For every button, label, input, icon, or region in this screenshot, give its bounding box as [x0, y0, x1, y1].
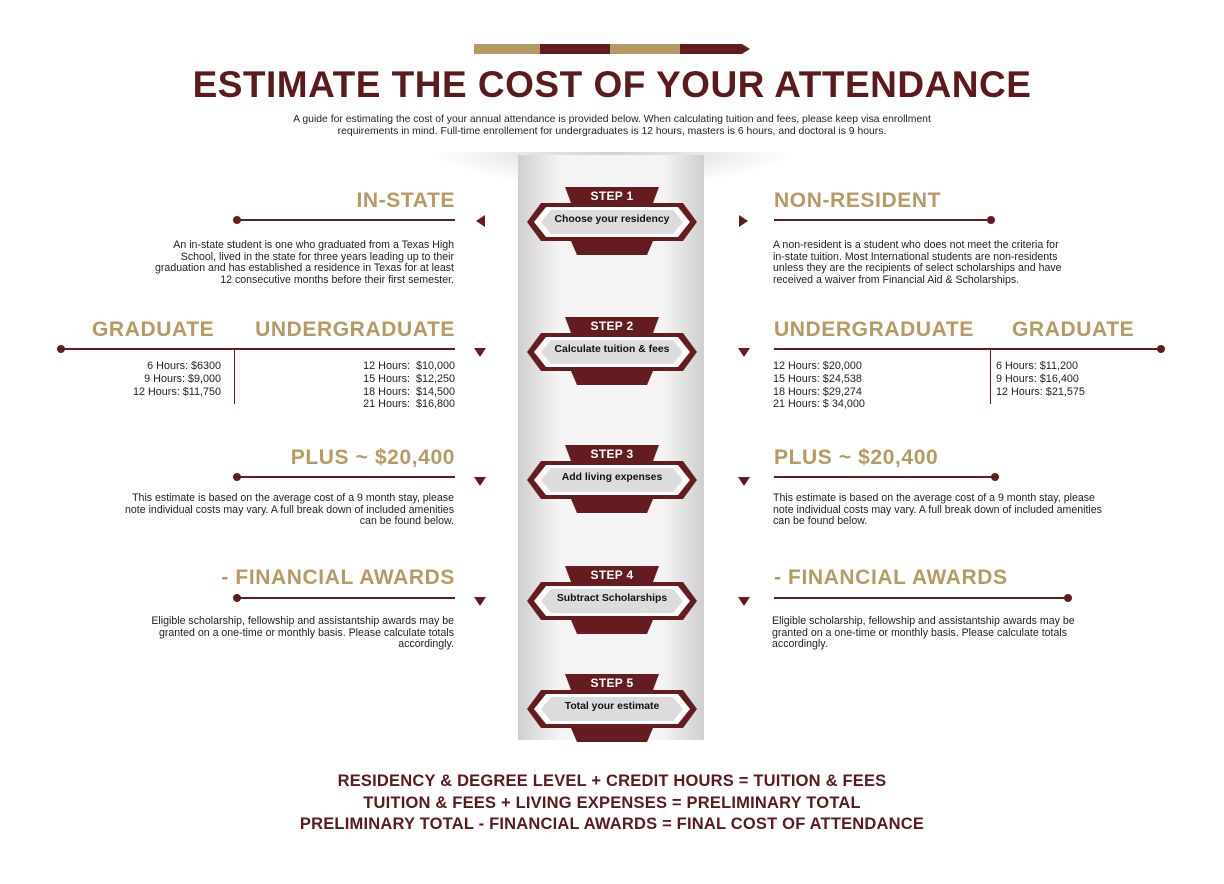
column-divider: [234, 349, 235, 404]
connector-dot: [1157, 345, 1165, 353]
connector-dot: [991, 473, 999, 481]
non-resident-undergraduate-rates: 12 Hours: $20,000 15 Hours: $24,538 18 H…: [773, 360, 865, 411]
non-resident-description: A non-resident is a student who does not…: [773, 239, 1062, 286]
step-text: Total your estimate: [564, 701, 660, 712]
connector-line: [774, 219, 991, 221]
living-expenses-description-right: This estimate is based on the average co…: [773, 492, 1102, 528]
undergraduate-heading-left: UNDERGRADUATE: [255, 318, 455, 341]
step-text: Choose your residency: [554, 214, 670, 225]
top-bar-maroon-segment: [540, 44, 610, 54]
step-label: STEP 1: [590, 189, 634, 203]
in-state-heading: IN-STATE: [356, 189, 455, 212]
in-state-undergraduate-rates: 12 Hours: $10,000 15 Hours: $12,250 18 H…: [363, 360, 455, 411]
step-badge-shape: [527, 445, 697, 513]
connector-dot: [987, 216, 995, 224]
column-divider: [990, 349, 991, 404]
connector-line: [774, 597, 1068, 599]
living-expenses-description-left: This estimate is based on the average co…: [125, 492, 454, 528]
undergraduate-heading-right: UNDERGRADUATE: [774, 318, 974, 341]
step-5: STEP 5 Total your estimate: [527, 672, 697, 748]
non-resident-heading: NON-RESIDENT: [774, 189, 942, 212]
top-bar-gold-segment: [474, 44, 540, 54]
arrow-down-icon: [738, 477, 750, 486]
step-1: STEP 1 Choose your residency: [527, 185, 697, 261]
top-bar-maroon-segment: [680, 44, 742, 54]
connector-line: [237, 476, 455, 478]
step-badge-shape: [527, 317, 697, 385]
financial-awards-heading-left: - FINANCIAL AWARDS: [221, 566, 455, 589]
step-2: STEP 2 Calculate tuition & fees: [527, 315, 697, 391]
non-resident-graduate-rates: 6 Hours: $11,200 9 Hours: $16,400 12 Hou…: [996, 360, 1085, 398]
arrow-down-icon: [738, 597, 750, 606]
step-text: Calculate tuition & fees: [554, 344, 670, 355]
arrow-down-icon: [738, 348, 750, 357]
step-badge-shape: [527, 674, 697, 742]
connector-line: [237, 219, 455, 221]
step-label: STEP 4: [590, 568, 634, 582]
intro-line: A guide for estimating the cost of your …: [293, 114, 931, 125]
financial-awards-heading-right: - FINANCIAL AWARDS: [774, 566, 1008, 589]
financial-awards-description-right: Eligible scholarship, fellowship and ass…: [772, 615, 1075, 651]
arrow-left-icon: [476, 215, 485, 227]
step-label: STEP 2: [590, 319, 634, 333]
step-badge-shape: [527, 566, 697, 634]
living-expenses-heading-right: PLUS ~ $20,400: [774, 446, 939, 469]
intro-text: A guide for estimating the cost of your …: [250, 114, 974, 138]
arrow-right-icon: [739, 215, 748, 227]
step-badge-shape: [527, 187, 697, 255]
in-state-graduate-rates: 6 Hours: $6300 9 Hours: $9,000 12 Hours:…: [132, 360, 221, 398]
step-text: Add living expenses: [561, 472, 663, 483]
step-4: STEP 4 Subtract Scholarships: [527, 564, 697, 640]
connector-line: [774, 348, 1161, 350]
page-title: ESTIMATE THE COST OF YOUR ATTENDANCE: [192, 64, 1032, 105]
step-text: Subtract Scholarships: [556, 593, 668, 604]
arrow-down-icon: [474, 477, 486, 486]
living-expenses-heading-left: PLUS ~ $20,400: [290, 446, 455, 469]
intro-line: requirements in mind. Full-time enrollem…: [337, 126, 887, 137]
graduate-heading-right: GRADUATE: [1012, 318, 1135, 341]
connector-line: [237, 597, 455, 599]
decorative-top-bar: [474, 44, 750, 54]
connector-line: [61, 348, 455, 350]
arrow-down-icon: [474, 348, 486, 357]
formula-line-2: TUITION & FEES + LIVING EXPENSES = PRELI…: [363, 794, 861, 812]
graduate-heading-left: GRADUATE: [92, 318, 215, 341]
top-bar-arrow-tip: [742, 44, 750, 54]
arrow-down-icon: [474, 597, 486, 606]
step-label: STEP 3: [590, 447, 634, 461]
connector-line: [774, 476, 994, 478]
top-bar-gold-segment: [610, 44, 680, 54]
formula-line-3: PRELIMINARY TOTAL - FINANCIAL AWARDS = F…: [299, 815, 925, 833]
connector-dot: [1064, 594, 1072, 602]
step-3: STEP 3 Add living expenses: [527, 443, 697, 519]
formula-line-1: RESIDENCY & DEGREE LEVEL + CREDIT HOURS …: [337, 772, 887, 790]
financial-awards-description-left: Eligible scholarship, fellowship and ass…: [151, 615, 454, 651]
step-label: STEP 5: [590, 676, 634, 690]
in-state-description: An in-state student is one who graduated…: [155, 239, 454, 286]
